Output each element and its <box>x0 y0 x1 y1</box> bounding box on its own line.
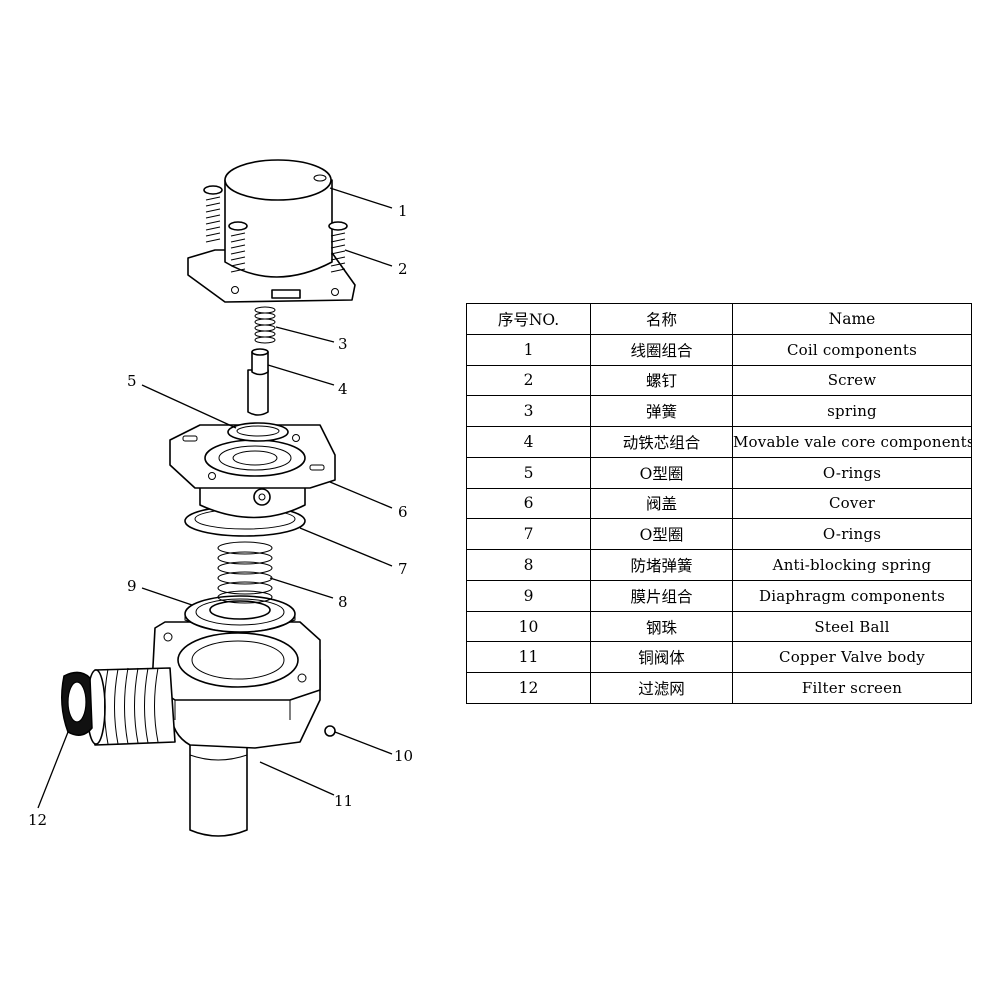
part-4-movable-core <box>247 348 269 416</box>
part-2-screws <box>203 185 348 273</box>
part-3-spring <box>254 306 276 344</box>
part-6-cover <box>169 424 336 519</box>
cell-no: 6 <box>466 487 591 520</box>
part-10-steel-ball <box>324 725 336 737</box>
cell-no: 9 <box>466 579 591 612</box>
part-12-filter-screen <box>61 671 93 736</box>
cell-cn-name: 防堵弹簧 <box>590 549 733 581</box>
cell-cn-name: 弹簧 <box>590 395 733 428</box>
cell-no: 12 <box>466 672 591 704</box>
callout-1: 1 <box>398 202 408 220</box>
callout-9: 9 <box>127 577 137 595</box>
cell-cn-name: O型圈 <box>590 456 733 489</box>
leader-lines <box>37 187 393 809</box>
callout-8: 8 <box>338 593 348 611</box>
cell-no: 10 <box>466 610 591 643</box>
callout-3: 3 <box>338 335 348 353</box>
cell-no: 8 <box>466 549 591 581</box>
callout-6: 6 <box>398 503 408 521</box>
cell-cn-name: 线圈组合 <box>590 333 733 366</box>
table-header-row: 序号NO. 名称 Name <box>466 303 972 335</box>
cell-en-name: Copper Valve body <box>732 641 972 674</box>
part-5-o-ring <box>227 422 289 442</box>
cell-cn-name: 铜阀体 <box>590 641 733 674</box>
cell-en-name: O-rings <box>732 456 972 489</box>
callout-4: 4 <box>338 380 348 398</box>
cell-no: 3 <box>466 395 591 428</box>
cell-en-name: Anti-blocking spring <box>732 549 972 581</box>
cell-cn-name: 过滤网 <box>590 672 733 704</box>
cell-no: 11 <box>466 641 591 674</box>
cell-no: 7 <box>466 518 591 551</box>
cell-cn-name: 动铁芯组合 <box>590 426 733 458</box>
cell-no: 1 <box>466 333 591 366</box>
part-1-coil <box>187 159 356 303</box>
header-no: 序号NO. <box>466 303 591 335</box>
callout-12: 12 <box>28 811 47 829</box>
cell-cn-name: 螺钉 <box>590 364 733 397</box>
callout-labels: 1 2 3 4 5 6 7 8 9 10 11 12 <box>28 202 413 829</box>
part-9-diaphragm <box>184 595 296 633</box>
callout-5: 5 <box>127 372 137 390</box>
cell-en-name: Coil components <box>732 333 972 366</box>
cell-en-name: Filter screen <box>732 672 972 704</box>
cell-en-name: Steel Ball <box>732 610 972 643</box>
callout-11: 11 <box>334 792 353 810</box>
cell-cn-name: 膜片组合 <box>590 579 733 612</box>
callout-7: 7 <box>398 560 408 578</box>
header-cn-name: 名称 <box>590 303 733 335</box>
cell-en-name: Cover <box>732 487 972 520</box>
cell-cn-name: O型圈 <box>590 518 733 551</box>
cell-en-name: O-rings <box>732 518 972 551</box>
cell-en-name: Diaphragm components <box>732 579 972 612</box>
cell-en-name: spring <box>732 395 972 428</box>
part-11-valve-body <box>86 621 321 837</box>
header-en-name: Name <box>732 303 972 335</box>
cell-no: 5 <box>466 456 591 489</box>
cell-no: 2 <box>466 364 591 397</box>
cell-no: 4 <box>466 426 591 458</box>
cell-cn-name: 钢珠 <box>590 610 733 643</box>
part-8-anti-blocking-spring <box>217 541 273 604</box>
callout-10: 10 <box>394 747 413 765</box>
cell-cn-name: 阀盖 <box>590 487 733 520</box>
cell-en-name: Movable vale core components <box>732 426 972 458</box>
cell-en-name: Screw <box>732 364 972 397</box>
callout-2: 2 <box>398 260 408 278</box>
